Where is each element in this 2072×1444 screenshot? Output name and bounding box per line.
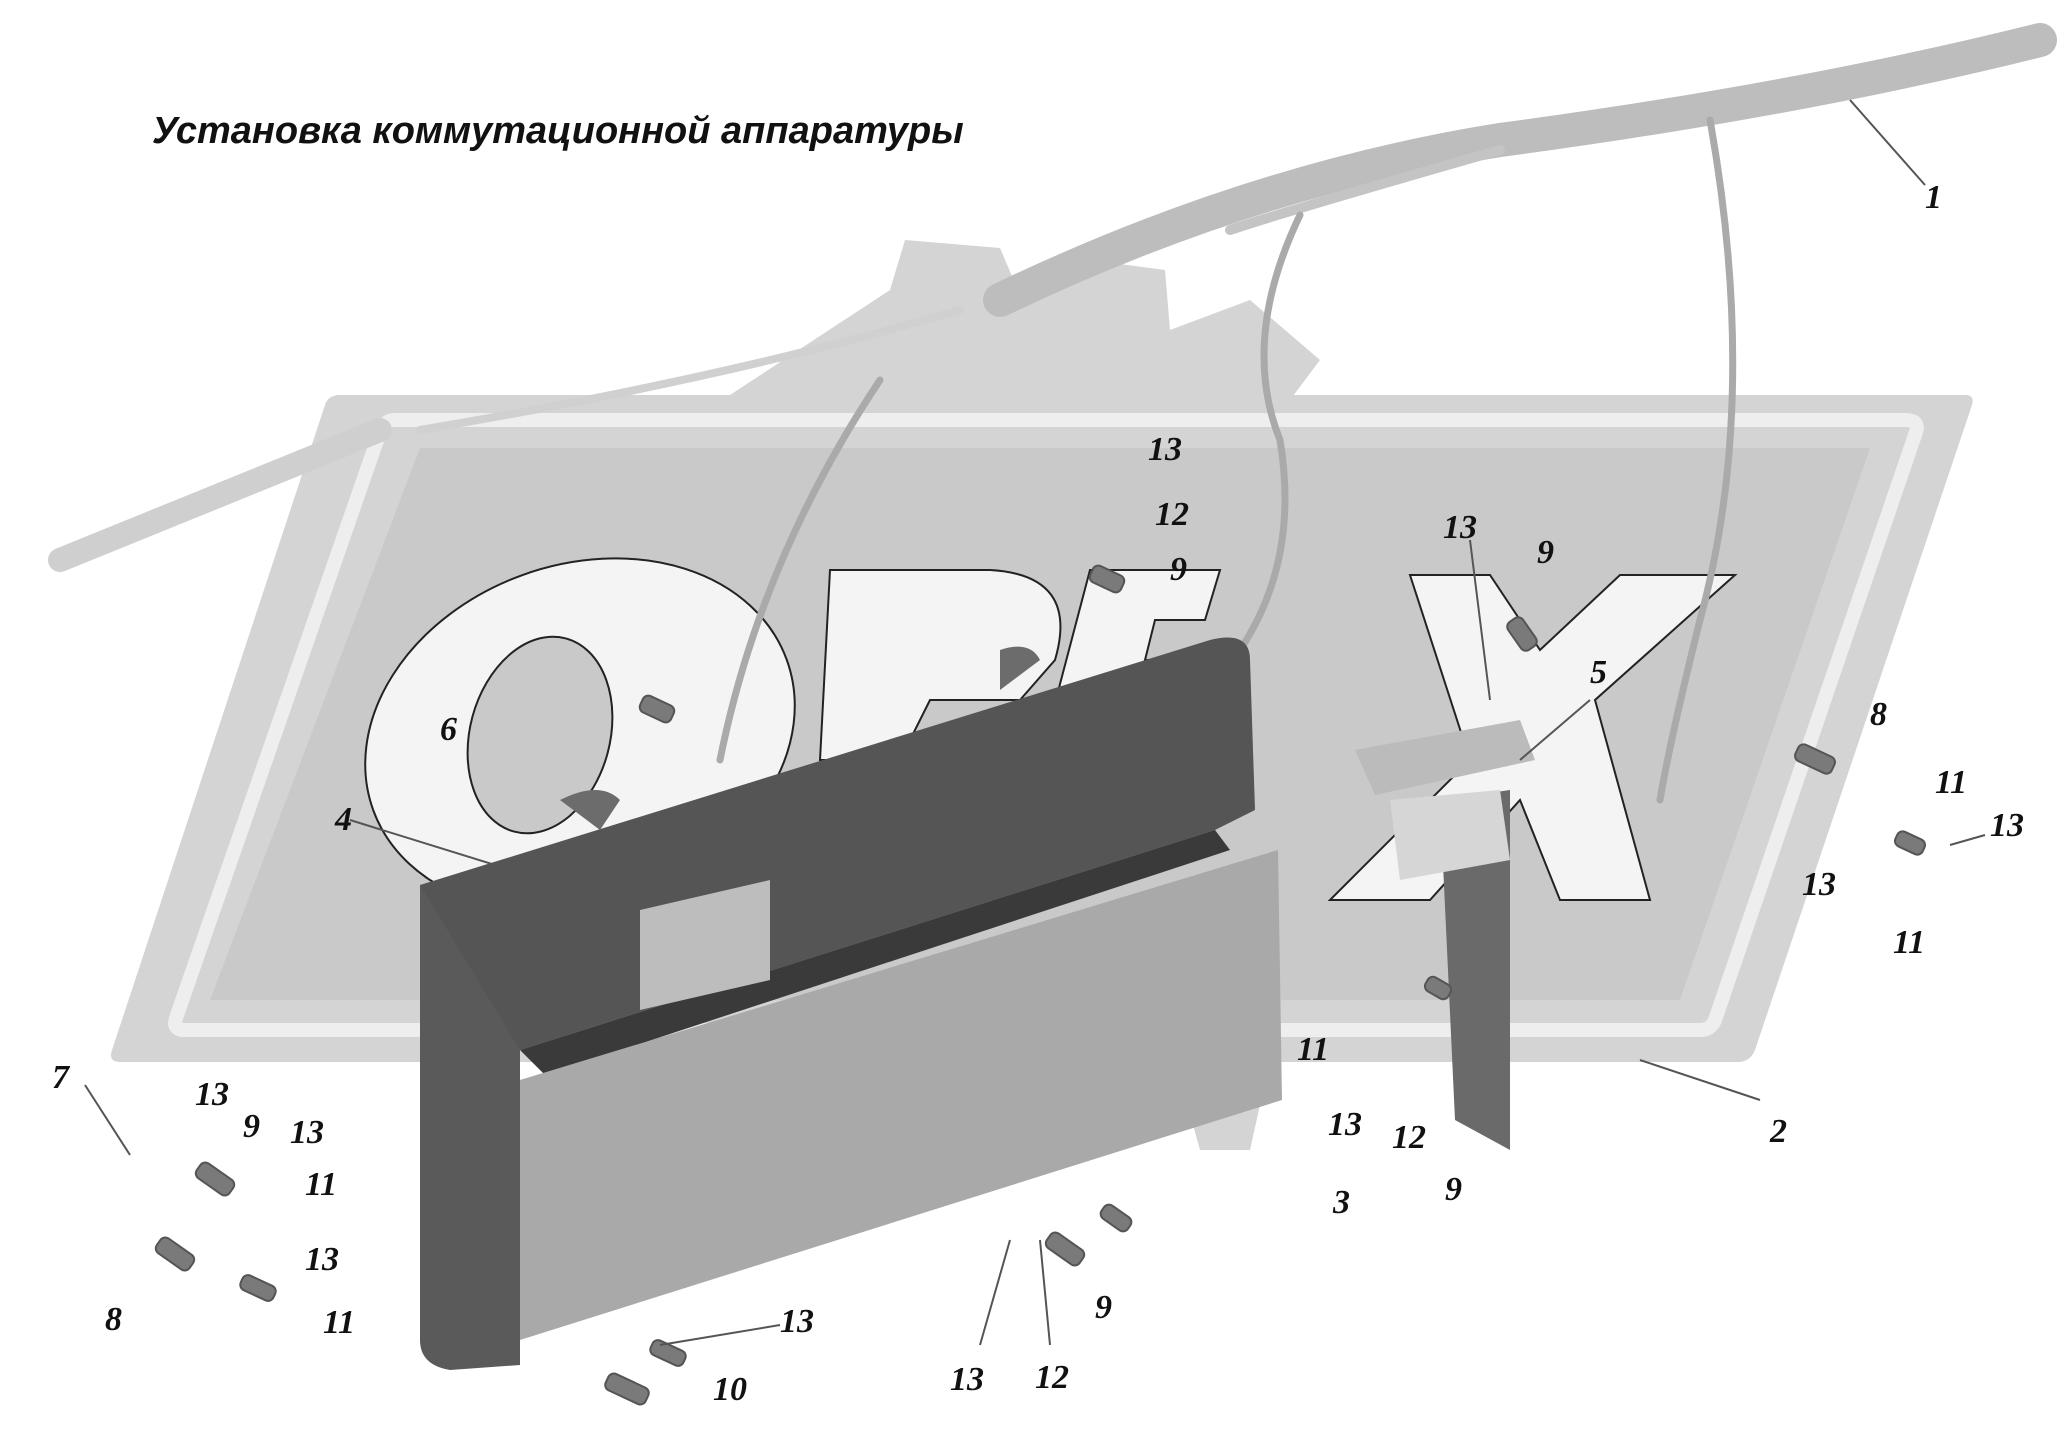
- callout-8-right: 8: [1870, 696, 1887, 733]
- callout-10: 10: [713, 1371, 747, 1408]
- callout-9-bottom: 9: [1095, 1289, 1112, 1326]
- callout-11-left-bottom: 11: [323, 1304, 355, 1341]
- callout-9-bracket: 9: [1537, 534, 1554, 571]
- callout-6: 6: [440, 711, 457, 748]
- callout-13-right-b: 13: [1802, 866, 1836, 903]
- callout-13-left-a: 13: [195, 1076, 229, 1113]
- callout-11-right-bottom: 11: [1893, 924, 1925, 961]
- callout-2: 2: [1769, 1113, 1787, 1150]
- callout-12-top: 12: [1155, 496, 1189, 533]
- callout-9-left: 9: [243, 1108, 260, 1145]
- callout-13-left-b: 13: [290, 1114, 324, 1151]
- callout-13-top: 13: [1148, 431, 1182, 468]
- callout-13-right-a: 13: [1990, 807, 2024, 844]
- callout-8-left: 8: [105, 1301, 122, 1338]
- callout-13-bracket: 13: [1443, 509, 1477, 546]
- callout-labels: 1 2 3 4 5 6 7 8 8 9 9 9 9 9 9 10 11 11 1…: [52, 179, 2024, 1408]
- housing-cover: [520, 850, 1282, 1340]
- callout-9-top: 9: [1170, 551, 1187, 588]
- callout-13-cover: 13: [1328, 1106, 1362, 1143]
- callout-7: 7: [52, 1059, 71, 1096]
- callout-12-lower-right: 12: [1392, 1119, 1426, 1156]
- callout-13-left-c: 13: [305, 1241, 339, 1278]
- callout-13-bottom-b: 13: [950, 1361, 984, 1398]
- callout-3: 3: [1332, 1184, 1350, 1221]
- diagram-title: Установка коммутационной аппаратуры: [152, 110, 964, 152]
- callout-11-left-top: 11: [305, 1166, 337, 1203]
- mounting-bracket: [1355, 720, 1535, 1150]
- callout-1: 1: [1925, 179, 1942, 216]
- callout-13-bottom-a: 13: [780, 1303, 814, 1340]
- callout-11-cover: 11: [1297, 1031, 1329, 1068]
- callout-11-right-top: 11: [1935, 764, 1967, 801]
- callout-4: 4: [334, 801, 352, 838]
- fasteners: [154, 564, 1927, 1406]
- callout-12-bottom: 12: [1035, 1359, 1069, 1396]
- switchgear-housing: [420, 637, 1255, 1370]
- leader-lines: [84, 99, 1986, 1346]
- callout-5: 5: [1590, 654, 1607, 691]
- wiring-harness: [48, 23, 2057, 804]
- callout-9-lower-right: 9: [1445, 1171, 1462, 1208]
